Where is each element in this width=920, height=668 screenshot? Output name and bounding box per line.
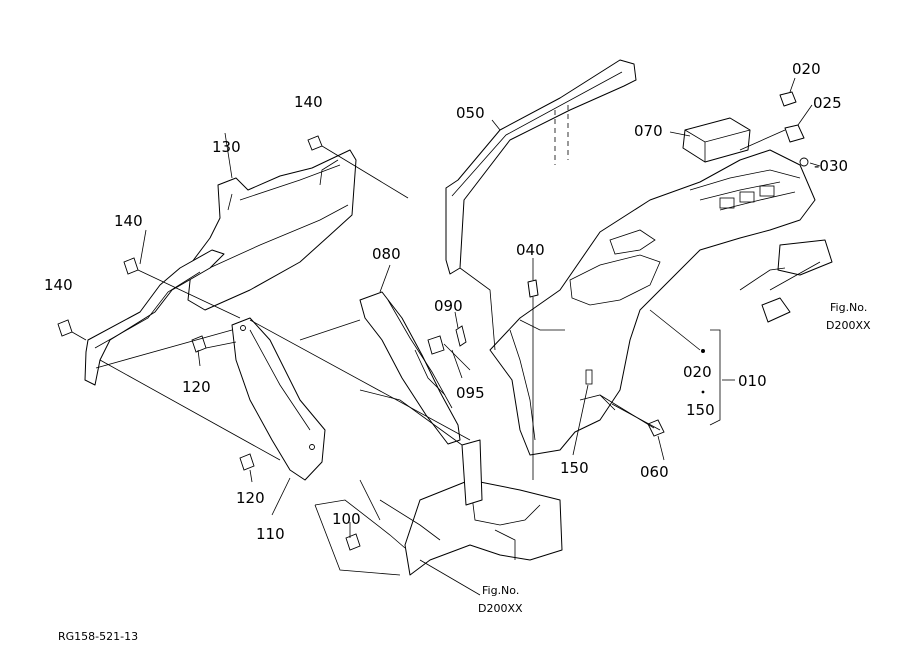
panel-130 xyxy=(187,149,357,311)
label-130: 130 xyxy=(212,138,241,156)
label-140-top: 140 xyxy=(294,93,323,111)
rail-050 xyxy=(445,59,637,275)
label-020-top: 020 xyxy=(792,60,821,78)
cover-110 xyxy=(231,317,326,481)
label-140-mid: 140 xyxy=(114,212,143,230)
label-100: 100 xyxy=(332,510,361,528)
panel-070 xyxy=(682,117,751,163)
label-060: 060 xyxy=(640,463,669,481)
knob-030 xyxy=(799,157,809,167)
bracket-rail xyxy=(84,249,225,386)
switch-025 xyxy=(784,124,805,143)
label-090: 090 xyxy=(434,297,463,315)
label-070: 070 xyxy=(634,122,663,140)
rod-040 xyxy=(527,279,539,480)
switch-020 xyxy=(779,91,797,107)
label-110: 110 xyxy=(256,525,285,543)
label-140-left: 140 xyxy=(44,276,73,294)
label-020-ref: 020 xyxy=(683,363,712,381)
label-025: 025 xyxy=(813,94,842,112)
figure-code: RG158-521-13 xyxy=(58,630,138,643)
cover-080 xyxy=(359,291,461,445)
ref-dot-020 xyxy=(701,349,705,353)
label-120-upper: 120 xyxy=(182,378,211,396)
reference-figure-right-line1: Fig.No. xyxy=(830,301,867,314)
label-120-lower: 120 xyxy=(236,489,265,507)
harness-box xyxy=(739,239,833,323)
reference-figure-bottom-line2: D200XX xyxy=(478,602,523,615)
reference-figure-right-line2: D200XX xyxy=(826,319,871,332)
label-030: -030 xyxy=(814,157,848,175)
leader-lines xyxy=(71,77,821,596)
lower-bracket xyxy=(379,439,563,576)
label-040: 040 xyxy=(516,241,545,259)
reference-figure-bottom-line1: Fig.No. xyxy=(482,584,519,597)
ref-dot-150 xyxy=(701,390,705,394)
label-080: 080 xyxy=(372,245,401,263)
label-095: 095 xyxy=(456,384,485,402)
label-150-ref: 150 xyxy=(686,401,715,419)
dash-body-010 xyxy=(489,149,816,456)
label-050: 050 xyxy=(456,104,485,122)
label-010: 010 xyxy=(738,372,767,390)
label-150: 150 xyxy=(560,459,589,477)
